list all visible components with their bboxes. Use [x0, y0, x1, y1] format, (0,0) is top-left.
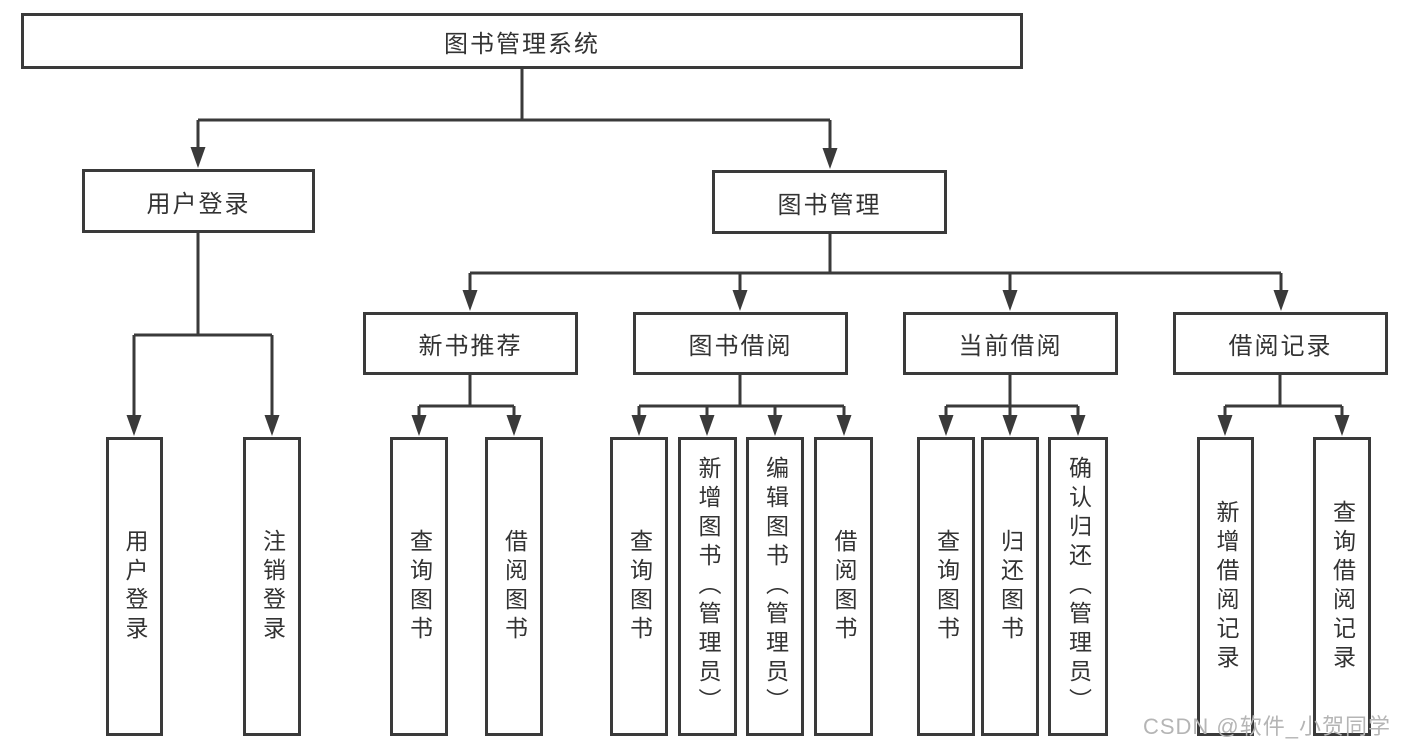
- leaf-add-book-admin-label: 新增图书（管理员）: [695, 456, 721, 717]
- node-current-borrowing: 当前借阅: [903, 312, 1118, 375]
- node-user-login: 用户登录: [82, 169, 315, 233]
- leaf-query-book-recommend: 查询图书: [390, 437, 448, 736]
- node-book-borrowing-label: 图书借阅: [688, 333, 793, 360]
- leaf-query-book-borrowing: 查询图书: [610, 437, 668, 736]
- leaf-add-book-admin: 新增图书（管理员）: [678, 437, 737, 736]
- leaf-query-book-current-label: 查询图书: [933, 528, 960, 645]
- leaf-user-login: 用户登录: [106, 437, 163, 736]
- node-current-borrowing-label: 当前借阅: [958, 333, 1063, 360]
- node-user-login-label: 用户登录: [146, 190, 251, 218]
- leaf-query-book-borrowing-label: 查询图书: [626, 528, 653, 645]
- leaf-borrow-book-label: 借阅图书: [831, 528, 857, 645]
- node-book-management: 图书管理: [712, 170, 947, 234]
- leaf-logout-label: 注销登录: [259, 528, 286, 645]
- node-book-management-label: 图书管理: [777, 191, 882, 219]
- leaf-return-book-label: 归还图书: [997, 528, 1024, 645]
- leaf-query-borrow-record-label: 查询借阅记录: [1329, 499, 1356, 674]
- csdn-watermark: CSDN @软件_小贺同学: [1142, 714, 1391, 739]
- leaf-edit-book-admin-label: 编辑图书（管理员）: [762, 456, 789, 717]
- leaf-user-login-label: 用户登录: [122, 528, 148, 645]
- leaf-borrow-book: 借阅图书: [814, 437, 873, 736]
- leaf-logout: 注销登录: [243, 437, 301, 736]
- leaf-query-book-current: 查询图书: [917, 437, 975, 736]
- leaf-borrow-book-recommend: 借阅图书: [485, 437, 543, 736]
- leaf-confirm-return-admin-label: 确认归还（管理员）: [1065, 456, 1092, 717]
- leaf-query-borrow-record: 查询借阅记录: [1313, 437, 1371, 736]
- node-new-book-recommend-label: 新书推荐: [418, 333, 523, 360]
- leaf-add-borrow-record: 新增借阅记录: [1197, 437, 1254, 736]
- leaf-confirm-return-admin: 确认归还（管理员）: [1048, 437, 1108, 736]
- leaf-borrow-book-recommend-label: 借阅图书: [501, 528, 528, 645]
- leaf-return-book: 归还图书: [981, 437, 1039, 736]
- node-root-label: 图书管理系统: [444, 30, 600, 58]
- node-new-book-recommend: 新书推荐: [363, 312, 578, 375]
- node-book-borrowing: 图书借阅: [633, 312, 848, 375]
- node-root: 图书管理系统: [21, 13, 1023, 69]
- leaf-query-book-recommend-label: 查询图书: [406, 528, 433, 645]
- node-borrow-records-label: 借阅记录: [1228, 333, 1333, 360]
- leaf-add-borrow-record-label: 新增借阅记录: [1213, 499, 1239, 674]
- leaf-edit-book-admin: 编辑图书（管理员）: [746, 437, 804, 736]
- node-borrow-records: 借阅记录: [1173, 312, 1388, 375]
